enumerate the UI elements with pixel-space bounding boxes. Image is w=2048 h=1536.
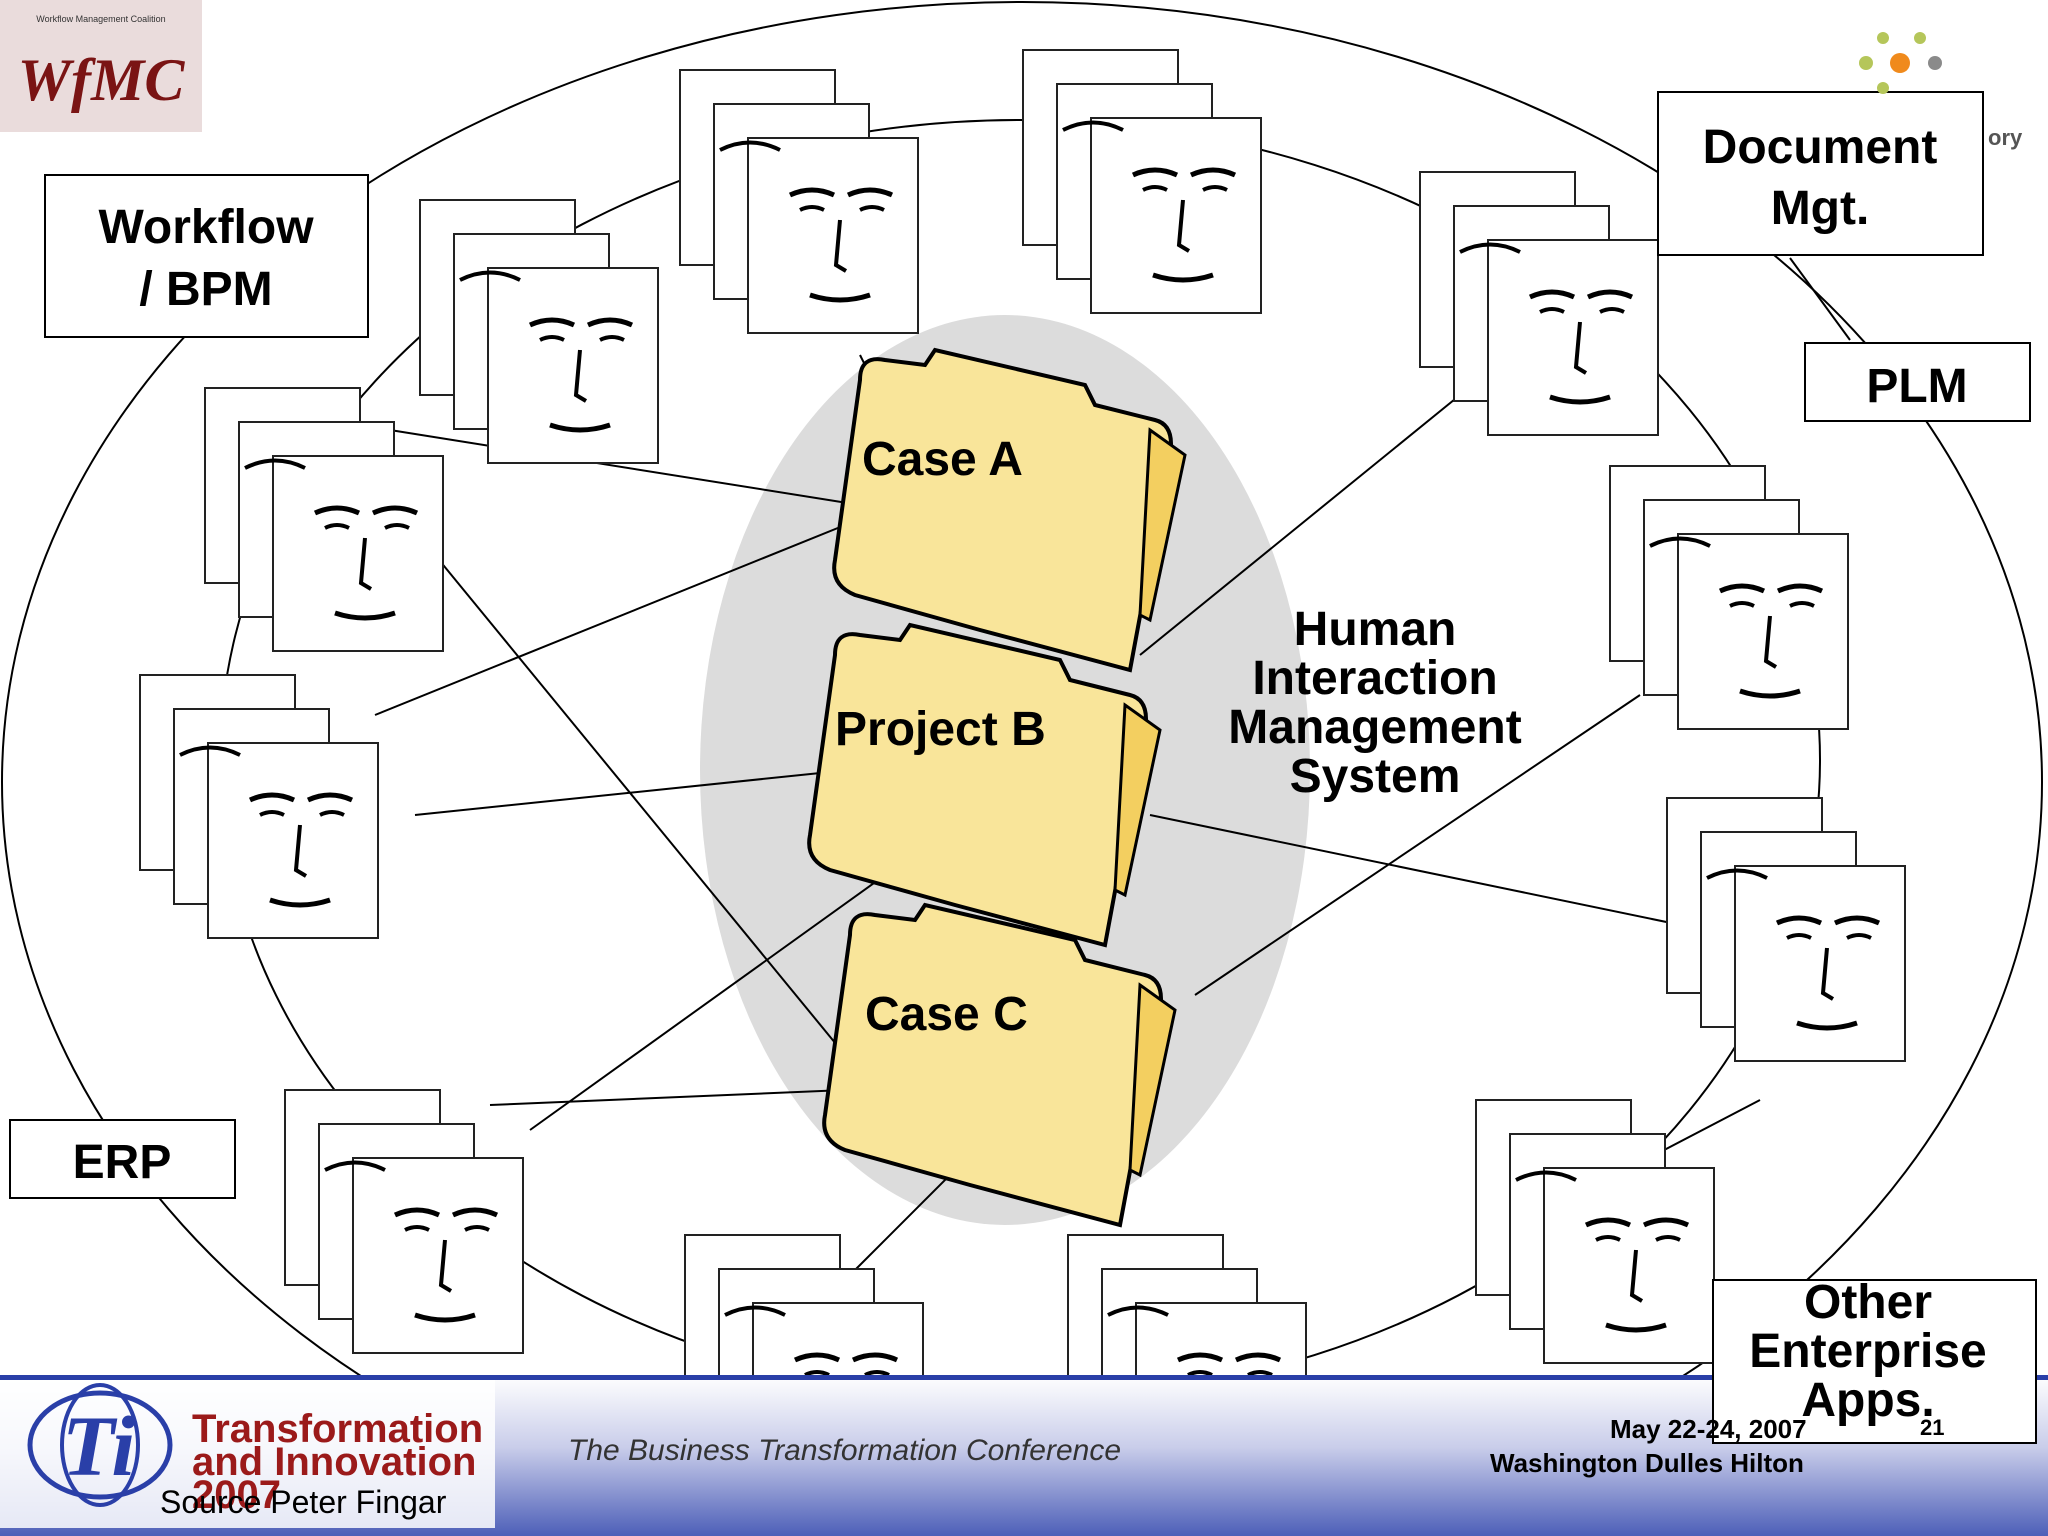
top-right-partial-text: ory <box>1988 125 2023 150</box>
erp-label: ERP <box>73 1136 172 1189</box>
box-document-mgt: Document Mgt. <box>1657 91 1984 256</box>
center-label: Human Interaction Management System <box>1228 603 1521 803</box>
face-stack-left-upper <box>205 388 443 651</box>
folder-label-case-a: Case A <box>862 433 1023 486</box>
footer-venue: Washington Dulles Hilton <box>1490 1448 1804 1478</box>
face-stack-right-upper <box>1420 172 1658 435</box>
center-line-1: Human <box>1294 603 1457 656</box>
workflow-line-1: Workflow <box>98 201 314 254</box>
svg-text:Ti: Ti <box>62 1398 135 1494</box>
face-stack-left-lower <box>285 1090 523 1353</box>
ti-logo: Ti Transformation and Innovation 2007 <box>0 1380 495 1528</box>
box-erp: ERP <box>9 1119 236 1199</box>
svg-text:2007: 2007 <box>192 1473 281 1517</box>
other-line-2: Enterprise <box>1749 1325 1986 1378</box>
wfmc-logo: Workflow Management Coalition WfMC <box>0 0 202 132</box>
footer-date: May 22-24, 2007 <box>1610 1414 1807 1444</box>
face-stack-left-middle <box>140 675 378 938</box>
face-stack-top-left <box>420 200 658 463</box>
document-line-1: Document <box>1703 121 1938 174</box>
face-stack-bottom-right <box>1476 1100 1714 1363</box>
plm-label: PLM <box>1866 360 1967 413</box>
center-line-2: Interaction <box>1252 652 1497 705</box>
wfmc-main-text: WfMC <box>18 47 186 113</box>
wfmc-small-text: Workflow Management Coalition <box>36 14 165 24</box>
face-stack-right-middle <box>1610 466 1848 729</box>
face-stack-top-center-right <box>1023 50 1261 313</box>
folder-label-project-b: Project B <box>835 703 1046 756</box>
box-other-enterprise-apps: Other Enterprise Apps. <box>1712 1276 2037 1444</box>
hexagon-logo-icon <box>1859 32 1942 94</box>
other-line-3: Apps. <box>1801 1374 1934 1427</box>
footer-source: Source Peter Fingar <box>160 1484 447 1520</box>
other-line-1: Other <box>1804 1276 1932 1329</box>
box-plm: PLM <box>1804 342 2031 422</box>
svg-text:Transformation: Transformation <box>192 1407 483 1451</box>
folder-label-case-c: Case C <box>865 988 1028 1041</box>
document-line-2: Mgt. <box>1771 182 1870 235</box>
center-line-4: System <box>1290 750 1461 803</box>
footer-conference: The Business Transformation Conference <box>568 1434 1121 1467</box>
center-line-3: Management <box>1228 701 1521 754</box>
folder-case-a: Case A <box>832 347 1187 673</box>
connector-lines <box>374 257 1851 1271</box>
box-workflow-bpm: Workflow / BPM <box>44 174 369 338</box>
workflow-line-2: / BPM <box>139 263 272 316</box>
svg-text:and Innovation: and Innovation <box>192 1440 476 1484</box>
footer-rule <box>0 1375 2048 1380</box>
footer-page-number: 21 <box>1920 1415 1944 1440</box>
folder-project-b: Project B <box>807 622 1162 948</box>
face-stack-right-lower <box>1667 798 1905 1061</box>
folder-case-c: Case C <box>822 902 1177 1228</box>
face-stack-top-center-left <box>680 70 918 333</box>
